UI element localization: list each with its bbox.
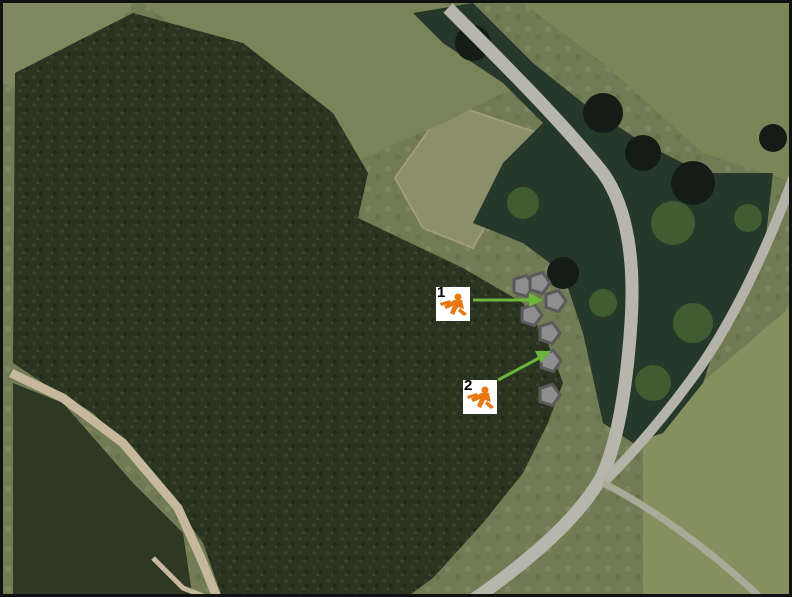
chainsaw-worker-icon	[467, 386, 494, 409]
dirt-path	[9, 368, 221, 594]
road-lower	[601, 479, 762, 594]
dirt-path-branch	[151, 556, 205, 594]
arrow-2	[497, 351, 551, 382]
tree-shadows	[455, 25, 787, 289]
marker-label: 1	[437, 284, 446, 301]
marker-1[interactable]: 1	[436, 284, 470, 321]
tree-stump-icon	[544, 288, 568, 314]
tree-canopy	[507, 187, 762, 401]
tree-stump-icon	[538, 320, 562, 346]
marker-label: 2	[464, 377, 473, 394]
arrow-1	[473, 293, 543, 307]
tree-stump-icon	[528, 270, 552, 296]
forest-area	[13, 13, 563, 594]
field-top-right	[523, 3, 789, 182]
marker-2[interactable]: 2	[463, 377, 497, 414]
chainsaw-worker-icon	[440, 293, 467, 316]
tree-stumps	[512, 270, 568, 408]
aerial-map	[3, 3, 789, 594]
tree-stump-icon	[520, 302, 544, 328]
road-right	[599, 174, 789, 487]
field-right	[643, 308, 789, 594]
road	[443, 3, 639, 594]
forest-lower-left	[13, 383, 193, 594]
tree-stump-icon	[538, 382, 562, 408]
